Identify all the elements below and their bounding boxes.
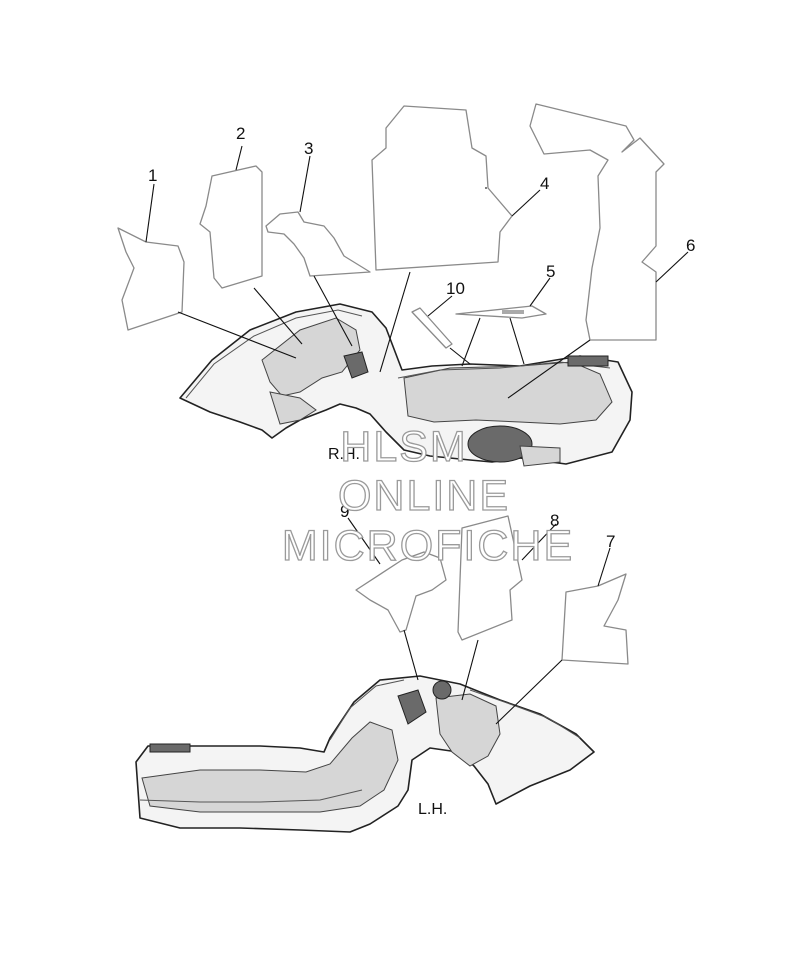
callout-2: 2: [236, 124, 245, 143]
rh-assembly: [117, 103, 665, 467]
watermark-line-3: MICROFICHE: [282, 522, 574, 570]
part-7-pad: [561, 573, 629, 665]
part-8-pad: [457, 515, 523, 641]
callout-6: 6: [686, 236, 695, 255]
lh-leaders: [347, 517, 611, 725]
part-5-strip: [455, 305, 547, 319]
rh-fender-inner: [261, 317, 361, 397]
rh-bracket: [567, 355, 609, 367]
lh-mount: [397, 689, 427, 725]
watermark: HLSM ONLINE MICROFICHE: [281, 422, 574, 570]
lh-tank-shell: [141, 721, 399, 813]
part-10-strip: [411, 307, 453, 349]
lh-label: L.H.: [418, 801, 447, 818]
rh-leaders: [145, 145, 689, 399]
callout-7: 7: [606, 532, 615, 551]
rh-mount: [343, 351, 369, 379]
lh-tank-edge: [139, 789, 363, 803]
rh-label: R.H.: [328, 446, 360, 463]
callout-labels: 1 2 3 4 5 6 7 8 9 10: [148, 124, 695, 551]
lh-upper-edge: [329, 679, 405, 741]
callout-9: 9: [340, 502, 349, 521]
part-9-pad: [355, 551, 447, 633]
callout-4: 4: [540, 174, 549, 193]
callout-3: 3: [304, 139, 313, 158]
rh-wheel-cutout: [467, 425, 533, 463]
lh-assembly: [135, 515, 629, 833]
callout-10: 10: [446, 279, 465, 298]
part-1-pad: [117, 227, 185, 331]
part-3-pad: [265, 211, 371, 277]
rh-rim-edge: [185, 309, 363, 399]
part-4-pad: [371, 105, 513, 271]
watermark-line-1: HLSM: [340, 423, 467, 471]
callout-8: 8: [550, 511, 559, 530]
lh-fender-inner: [435, 693, 501, 767]
lh-bracket: [149, 743, 191, 753]
lh-cap: [432, 680, 452, 700]
part-2-pad: [199, 165, 263, 289]
part-6-pad: [529, 103, 665, 341]
watermark-line-2: ONLINE: [338, 472, 510, 520]
lh-rim-edge: [469, 689, 581, 739]
callout-5: 5: [546, 262, 555, 281]
callout-1: 1: [148, 166, 157, 185]
rh-fender-panel: [269, 391, 317, 425]
rh-lower-panel: [519, 445, 561, 467]
